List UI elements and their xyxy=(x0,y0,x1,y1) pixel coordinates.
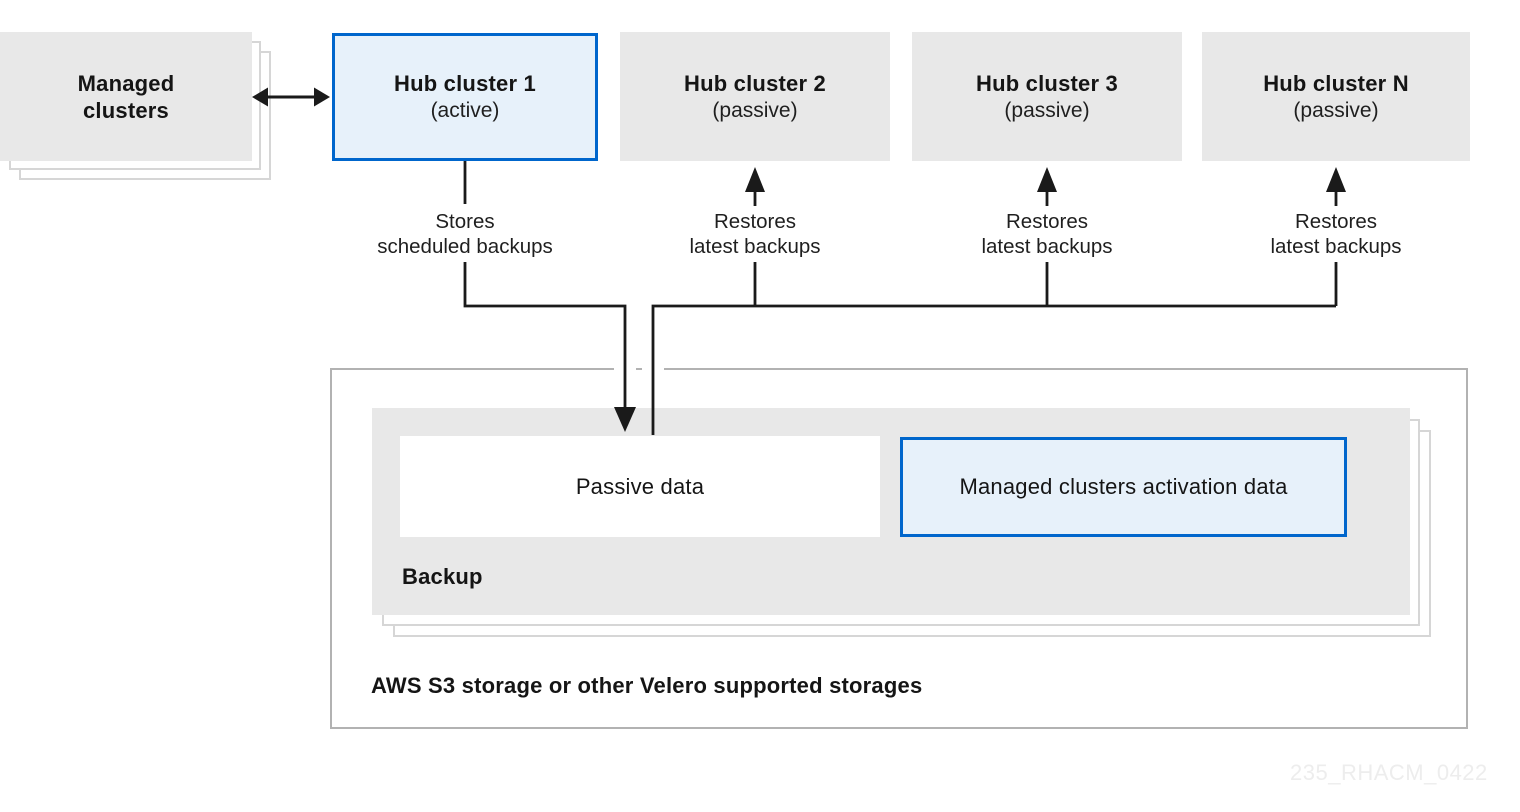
hub-cluster-3-title: Hub cluster 3 xyxy=(976,70,1118,96)
managed-clusters-title-line-2: clusters xyxy=(83,97,169,123)
hub-cluster-3-box: Hub cluster 3 (passive) xyxy=(912,32,1182,161)
hub-cluster-2-box: Hub cluster 2 (passive) xyxy=(620,32,890,161)
backup-label: Backup xyxy=(402,564,483,589)
activation-data-box: Managed clusters activation data xyxy=(900,437,1347,537)
up-arrow-icon-hub-n xyxy=(1326,167,1346,192)
managed-clusters-box: Managed clusters xyxy=(0,32,252,161)
hub-cluster-2-state: (passive) xyxy=(712,98,798,122)
storage-container-title: AWS S3 storage or other Velero supported… xyxy=(371,673,923,698)
hub-cluster-n-box: Hub cluster N (passive) xyxy=(1202,32,1470,161)
hub-2-flow-label: Restores latest backups xyxy=(625,209,885,259)
hub-n-flow-line-2: latest backups xyxy=(1270,235,1402,258)
hub-cluster-2-title: Hub cluster 2 xyxy=(684,70,826,96)
passive-data-box: Passive data xyxy=(400,436,880,537)
managed-clusters-title-line-1: Managed xyxy=(77,70,175,96)
up-arrow-icon-hub-3 xyxy=(1037,167,1057,192)
hub-cluster-n-state: (passive) xyxy=(1293,98,1379,122)
hub-n-flow-line-1: Restores xyxy=(1294,210,1378,233)
hub-cluster-1-box: Hub cluster 1 (active) xyxy=(332,33,598,161)
hub-n-flow-label: Restores latest backups xyxy=(1206,209,1466,259)
hub-2-flow-line-1: Restores xyxy=(713,210,797,233)
hub-1-flow-line-1: Stores xyxy=(435,210,495,233)
hub-2-flow-line-2: latest backups xyxy=(689,235,821,258)
hub-cluster-3-state: (passive) xyxy=(1004,98,1090,122)
hub-3-flow-line-1: Restores xyxy=(1005,210,1089,233)
hub-3-flow-label: Restores latest backups xyxy=(917,209,1177,259)
passive-data-label: Passive data xyxy=(575,473,705,499)
hub-cluster-1-state: (active) xyxy=(430,99,500,122)
up-arrow-icon-hub-2 xyxy=(745,167,765,192)
hub-1-flow-line-2: scheduled backups xyxy=(377,235,553,258)
hub-cluster-1-title: Hub cluster 1 xyxy=(394,71,536,96)
hub-1-flow-label: Stores scheduled backups xyxy=(335,209,595,259)
watermark-label: 235_RHACM_0422 xyxy=(1290,760,1488,785)
activation-data-label: Managed clusters activation data xyxy=(959,474,1288,499)
hub-3-flow-line-2: latest backups xyxy=(981,235,1113,258)
hub-cluster-n-title: Hub cluster N xyxy=(1263,70,1409,96)
